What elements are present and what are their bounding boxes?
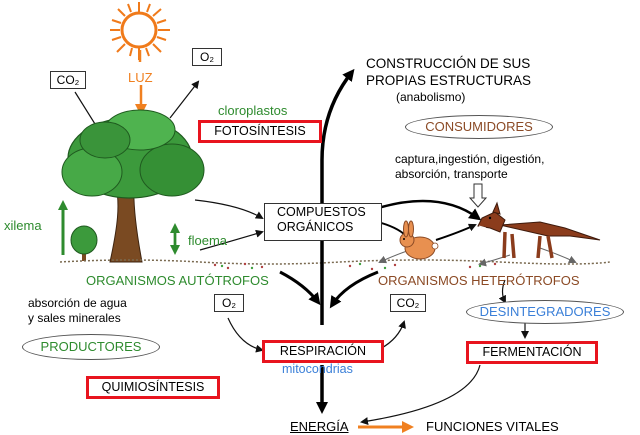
- fermentacion-box: FERMENTACIÓN: [466, 341, 598, 364]
- tree-icon: [61, 109, 205, 263]
- quimiosintesis-box: QUIMIOSÍNTESIS: [86, 376, 220, 399]
- consumidores-oval: CONSUMIDORES: [405, 115, 553, 139]
- desintegradores-oval: DESINTEGRADORES: [466, 300, 624, 324]
- organismos-heterotrofos-label: ORGANISMOS HETERÓTROFOS: [378, 273, 580, 288]
- o2-top-box: O₂: [192, 48, 222, 66]
- co2-top-box: CO₂: [50, 71, 86, 89]
- floema-label: floema: [188, 233, 228, 248]
- compuestos-line1: COMPUESTOS: [277, 205, 366, 219]
- productores-oval: PRODUCTORES: [22, 334, 160, 360]
- mitocondrias-label: mitocondrias: [282, 362, 353, 376]
- fotosintesis-box: FOTOSÍNTESIS: [198, 120, 322, 143]
- respiracion-box: RESPIRACIÓN: [262, 340, 384, 363]
- funciones-vitales-label: FUNCIONES VITALES: [426, 419, 559, 434]
- absorcion-line2: y sales minerales: [28, 311, 121, 325]
- fox-icon: [477, 201, 601, 259]
- o2-mid-box: O₂: [214, 294, 244, 312]
- compuestos-organicos-box: COMPUESTOS ORGÁNICOS: [264, 203, 382, 241]
- bush-icon: [70, 225, 98, 261]
- rabbit-icon: [399, 220, 439, 260]
- cloroplastos-label: cloroplastos: [218, 103, 288, 118]
- sun-icon: [110, 2, 170, 60]
- luz-label: LUZ: [128, 70, 153, 85]
- construccion-line2: PROPIAS ESTRUCTURAS: [366, 73, 532, 88]
- anabolismo-label: (anabolismo): [396, 90, 466, 104]
- co2-mid-box: CO₂: [390, 294, 426, 312]
- organismos-autotrofos-label: ORGANISMOS AUTÓTROFOS: [86, 273, 269, 288]
- captura-line2: absorción, transporte: [395, 167, 508, 181]
- compuestos-line2: ORGÁNICOS: [277, 220, 354, 234]
- energia-label: ENERGÍA: [290, 419, 349, 434]
- xilema-label: xilema: [4, 218, 42, 233]
- construccion-line1: CONSTRUCCIÓN DE SUS: [366, 56, 531, 71]
- absorcion-line1: absorción de agua: [28, 296, 127, 310]
- captura-line1: captura,ingestión, digestión,: [395, 152, 545, 166]
